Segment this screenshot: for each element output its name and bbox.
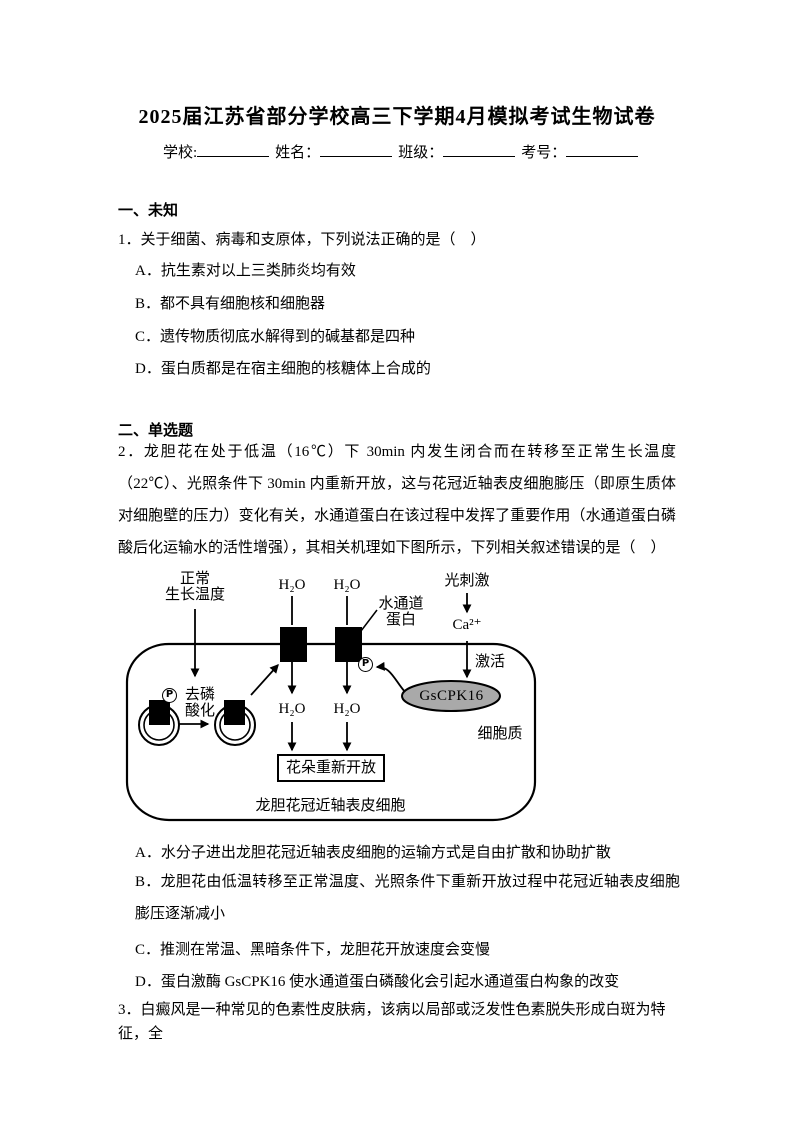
question-2-option-b: B．龙胆花由低温转移至正常温度、光照条件下重新开放过程中花冠近轴表皮细胞膨压逐渐… bbox=[135, 874, 680, 922]
normal-temp-label: 正常 生长温度 bbox=[164, 571, 225, 603]
flower-reopen-box: 花朵重新开放 bbox=[277, 754, 385, 782]
water-channel-pointer-line bbox=[360, 609, 378, 632]
question-2-option-c: C．推测在常温、黑暗条件下，龙胆花开放速度会变慢 bbox=[135, 942, 491, 958]
cell-name-label: 龙胆花冠近轴表皮细胞 bbox=[255, 798, 406, 814]
cell-membrane-outline bbox=[125, 642, 537, 822]
aquaporin-channel-right bbox=[335, 627, 362, 662]
light-stimulus-label: 光刺激 bbox=[444, 573, 490, 589]
question-1-option-c: C．遗传物质彻底水解得到的碱基都是四种 bbox=[135, 329, 416, 345]
aquaporin-channel-left bbox=[280, 627, 307, 662]
mechanism-diagram: 正常 生长温度 H₂O H₂O 水通道 蛋白 光刺激 Ca²⁺ 激活 GsCPK… bbox=[118, 565, 548, 830]
question-2-option-a: A．水分子进出龙胆花冠近轴表皮细胞的运输方式是自由扩散和协助扩散 bbox=[135, 845, 611, 861]
class-blank-line[interactable] bbox=[443, 142, 516, 157]
question-3-stem: 3．白癜风是一种常见的色素性皮肤病，该病以局部或泛发性色素脱失形成白斑为特征，全 bbox=[118, 1002, 666, 1042]
question-2-stem: 2．龙胆花在处于低温（16℃）下 30min 内发生闭合而在转移至正常生长温度（… bbox=[118, 444, 676, 556]
vesicle-right-channel bbox=[224, 700, 245, 725]
class-field-label: 班级： bbox=[398, 145, 444, 161]
question-1-option-b: B．都不具有细胞核和细胞器 bbox=[135, 296, 326, 312]
name-blank-line[interactable] bbox=[320, 142, 393, 157]
kinase-phosphorylation-arrow bbox=[375, 661, 406, 693]
kinase-label: GsCPK16 bbox=[419, 688, 484, 704]
school-blank-line[interactable] bbox=[197, 142, 270, 157]
question-1-option-a: A．抗生素对以上三类肺炎均有效 bbox=[135, 263, 356, 279]
section-2-heading: 二、单选题 bbox=[118, 423, 194, 439]
question-1-stem: 1．关于细菌、病毒和支原体，下列说法正确的是（ ） bbox=[118, 232, 486, 248]
student-info-row: 学校: 姓名： 班级： 考号： bbox=[163, 141, 644, 162]
water-channel-label: 水通道 蛋白 bbox=[378, 596, 424, 628]
page-title: 2025届江苏省部分学校高三下学期4月模拟考试生物试卷 bbox=[138, 106, 656, 128]
h2o-label-top-left: H₂O bbox=[278, 577, 306, 593]
diagram-canvas bbox=[125, 593, 537, 822]
dephosphorylation-label: 去磷 酸化 bbox=[184, 687, 215, 719]
section-1-heading: 一、未知 bbox=[118, 203, 179, 219]
examno-field-label: 考号： bbox=[521, 145, 567, 161]
h2o-label-top-right: H₂O bbox=[333, 577, 361, 593]
calcium-label: Ca²⁺ bbox=[452, 617, 482, 633]
name-field-label: 姓名： bbox=[275, 145, 321, 161]
h2o-label-inner-right: H₂O bbox=[333, 701, 361, 717]
activate-label: 激活 bbox=[474, 654, 505, 670]
h2o-label-inner-left: H₂O bbox=[278, 701, 306, 717]
vesicle-left-channel bbox=[149, 700, 170, 725]
phosphate-icon: P bbox=[162, 688, 177, 703]
examno-blank-line[interactable] bbox=[566, 142, 639, 157]
question-1-option-d: D．蛋白质都是在宿主细胞的核糖体上合成的 bbox=[135, 361, 431, 377]
phosphate-icon: P bbox=[358, 657, 373, 672]
school-field-label: 学校: bbox=[163, 145, 198, 161]
vesicle-insertion-arrow bbox=[250, 663, 279, 696]
question-2-option-d: D．蛋白激酶 GsCPK16 使水通道蛋白磷酸化会引起水通道蛋白构象的改变 bbox=[135, 974, 620, 990]
cytoplasm-label: 细胞质 bbox=[477, 726, 523, 742]
kinase-ellipse bbox=[401, 680, 501, 712]
